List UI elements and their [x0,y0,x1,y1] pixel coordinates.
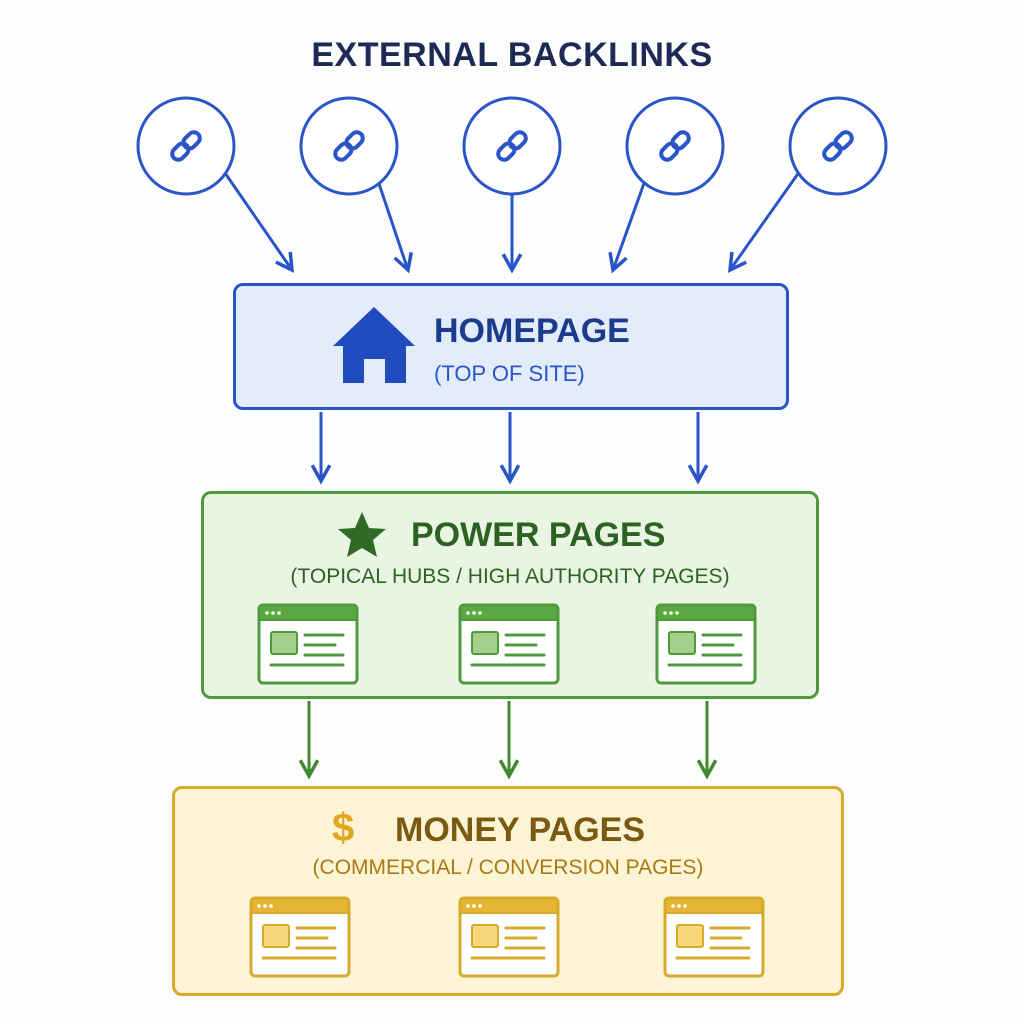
backlink-arrow [730,172,800,270]
link-icon [659,130,691,162]
link-icon [822,130,854,162]
backlink-node[interactable] [299,96,399,196]
backlink-node[interactable] [136,96,236,196]
link-icon [170,130,202,162]
money-pages-subtitle: (COMMERCIAL / CONVERSION PAGES) [312,856,704,879]
diagram-title: EXTERNAL BACKLINKS [311,36,713,74]
backlink-node[interactable] [462,96,562,196]
backlink-node[interactable] [625,96,725,196]
backlink-arrow [613,182,646,270]
backlink-arrow [377,183,408,270]
backlink-node[interactable] [788,96,888,196]
power-pages-subtitle: (TOPICAL HUBS / HIGH AUTHORITY PAGES) [290,565,730,588]
power-pages-title: POWER PAGES [411,516,666,554]
link-icon [333,130,365,162]
dollar-icon: $ [332,806,355,850]
homepage-box[interactable] [233,283,789,410]
arrows-group [224,172,800,776]
money-pages-title: MONEY PAGES [395,811,646,849]
backlinks-group [136,96,888,196]
homepage-subtitle: (TOP OF SITE) [434,361,585,386]
homepage-title: HOMEPAGE [434,312,630,350]
link-icon [496,130,528,162]
backlink-arrow [224,172,292,270]
